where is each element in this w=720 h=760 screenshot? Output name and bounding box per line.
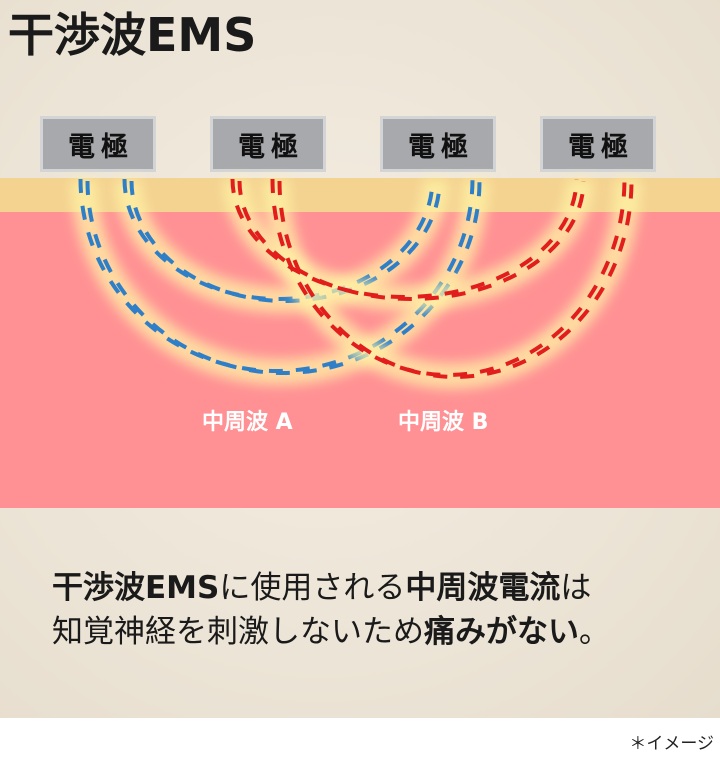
wave-a-inner-arc-pair [129,180,442,303]
caption-text: 干渉波EMSに使用される中周波電流は 知覚神経を刺激しないため痛みがない。 [52,566,610,654]
electrode-3: 電極 [380,116,496,172]
wave-b-label: 中周波 B [398,410,489,435]
caption-text-particle: は [560,570,592,606]
caption-text-used: に使用される [219,570,406,606]
caption-emphasis-current: 中周波電流 [405,570,561,606]
image-note: ＊イメージ [629,734,714,754]
page-title: 干渉波EMS [8,8,257,62]
caption-text-period: 。 [579,614,610,650]
current-wave-b [223,178,641,389]
electrode-1: 電極 [40,116,156,172]
current-waves-diagram [71,178,641,389]
caption-emphasis-ems: 干渉波EMS [52,570,220,606]
wave-b-outer-arc [270,178,627,377]
wave-a-inner-arc [122,178,435,301]
electrode-4: 電極 [540,116,656,172]
illustration-panel: 干渉波EMS 電極 電極 電極 電極 中周波 A 中周波 B [0,0,720,718]
wave-b-outer-arc-pair [277,180,634,379]
caption-line-2: 知覚神経を刺激しないため痛みがない。 [52,610,610,654]
electrode-2: 電極 [210,116,326,172]
wave-a-label: 中周波 A [202,410,293,435]
caption-text-reason: 知覚神経を刺激しないため [52,614,424,650]
caption-emphasis-painless: 痛みがない [424,614,579,650]
caption-line-1: 干渉波EMSに使用される中周波電流は [52,566,610,610]
wave-a-outer-arc-pair [85,180,482,375]
current-wave-a [71,178,489,385]
wave-b-inner-arc-pair [237,180,586,301]
